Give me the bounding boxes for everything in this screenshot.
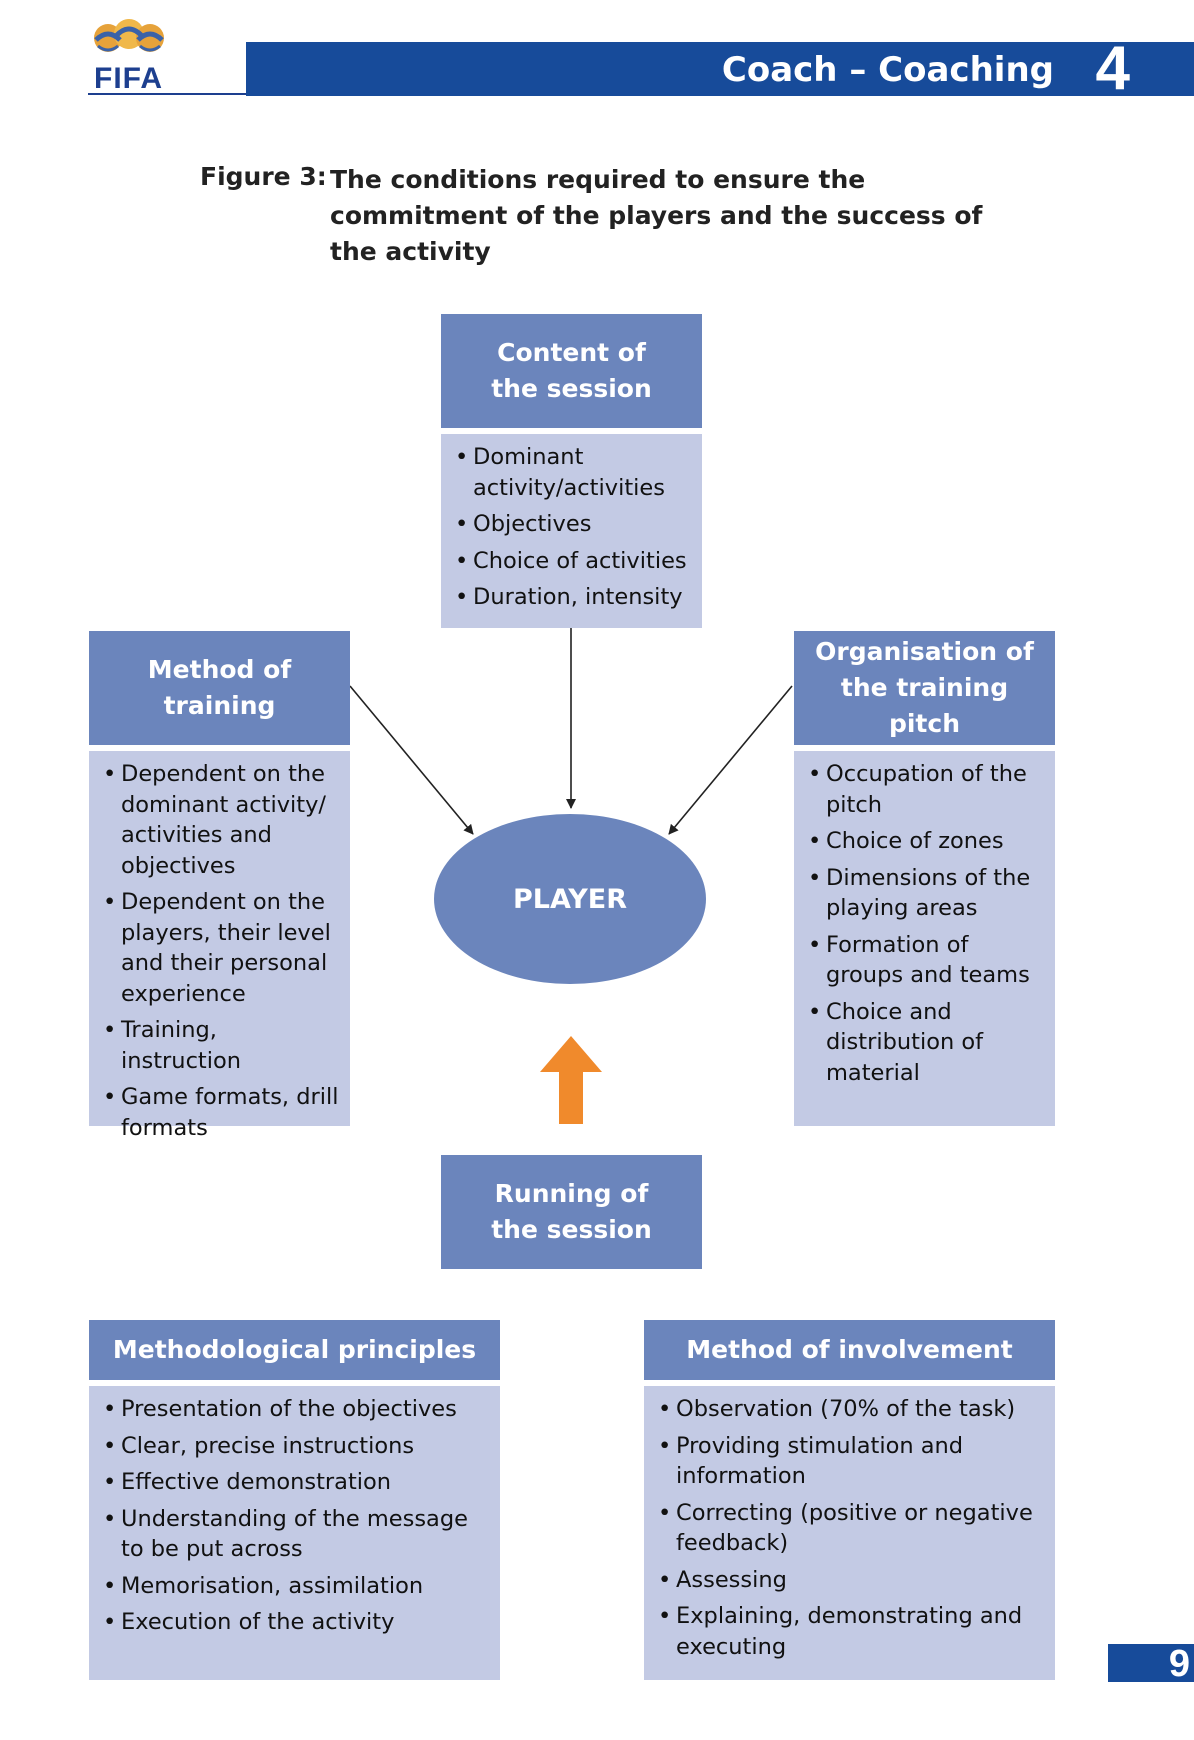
involvement-body: Observation (70% of the task) Providing … (644, 1386, 1055, 1680)
running-box-header: Running of the session (441, 1155, 702, 1269)
list-item: Explaining, demonstrating and executing (656, 1601, 1043, 1662)
methodological-list: Presentation of the objectives Clear, pr… (101, 1394, 488, 1638)
page-number-tab: 9 (1108, 1643, 1194, 1685)
method-training-title: Method of training (147, 655, 292, 720)
involvement-list: Observation (70% of the task) Providing … (656, 1394, 1043, 1662)
list-item: Understanding of the message to be put a… (101, 1504, 488, 1565)
list-item: Providing stimulation and information (656, 1431, 1043, 1492)
list-item: Choice of zones (806, 826, 1047, 857)
player-node: PLAYER (434, 814, 706, 984)
list-item: Assessing (656, 1565, 1043, 1596)
organisation-list: Occupation of the pitch Choice of zones … (806, 759, 1047, 1088)
figure-label: Figure 3: (200, 162, 327, 191)
method-training-list: Dependent on the dominant activity/ acti… (101, 759, 342, 1143)
method-training-body: Dependent on the dominant activity/ acti… (89, 751, 350, 1141)
organisation-header: Organisation of the training pitch (794, 631, 1055, 745)
list-item: Dependent on the players, their level an… (101, 887, 342, 1009)
methodological-title: Methodological principles (112, 1335, 477, 1364)
fifa-logo: FIFA (84, 12, 224, 95)
running-box-title: Running of the session (491, 1179, 652, 1244)
method-training-header: Method of training (89, 631, 350, 745)
header-bar: Coach – Coaching 4 (246, 38, 1194, 100)
list-item: Effective demonstration (101, 1467, 488, 1498)
list-item: Memorisation, assimilation (101, 1571, 488, 1602)
list-item: Game formats, drill formats (101, 1082, 342, 1143)
chapter-number: 4 (1095, 34, 1130, 103)
player-label: PLAYER (512, 883, 628, 915)
list-item: Duration, intensity (453, 582, 690, 613)
header-divider (88, 93, 248, 95)
list-item: Dependent on the dominant activity/ acti… (101, 759, 342, 881)
figure-title: The conditions required to ensure the co… (330, 165, 983, 266)
organisation-title: Organisation of the training pitch (815, 637, 1034, 738)
methodological-body: Presentation of the objectives Clear, pr… (89, 1386, 500, 1680)
list-item: Presentation of the objectives (101, 1394, 488, 1425)
list-item: Choice and distribution of material (806, 997, 1047, 1089)
chapter-title: Coach – Coaching (721, 50, 1054, 90)
list-item: Execution of the activity (101, 1607, 488, 1638)
content-box-header: Content of the session (441, 314, 702, 428)
content-list: Dominant activity/activities Objectives … (453, 442, 690, 613)
involvement-header: Method of involvement (644, 1320, 1055, 1380)
content-box-title: Content of the session (491, 338, 652, 403)
fifa-globe-icon (94, 19, 164, 52)
list-item: Dimensions of the playing areas (806, 863, 1047, 924)
involvement-title: Method of involvement (686, 1335, 1013, 1364)
list-item: Training, instruction (101, 1015, 342, 1076)
list-item: Objectives (453, 509, 690, 540)
content-box-body: Dominant activity/activities Objectives … (441, 434, 702, 628)
list-item: Clear, precise instructions (101, 1431, 488, 1462)
methodological-header: Methodological principles (89, 1320, 500, 1380)
list-item: Dominant activity/activities (453, 442, 690, 503)
orange-up-arrow (540, 1036, 602, 1124)
arrow-organisation-to-player (668, 685, 793, 835)
list-item: Occupation of the pitch (806, 759, 1047, 820)
list-item: Correcting (positive or negative feedbac… (656, 1498, 1043, 1559)
list-item: Formation of groups and teams (806, 930, 1047, 991)
list-item: Choice of activities (453, 546, 690, 577)
organisation-body: Occupation of the pitch Choice of zones … (794, 751, 1055, 1126)
arrow-method-to-player (349, 685, 474, 835)
page-number: 9 (1168, 1643, 1190, 1685)
list-item: Observation (70% of the task) (656, 1394, 1043, 1425)
logo-text: FIFA (94, 62, 163, 95)
